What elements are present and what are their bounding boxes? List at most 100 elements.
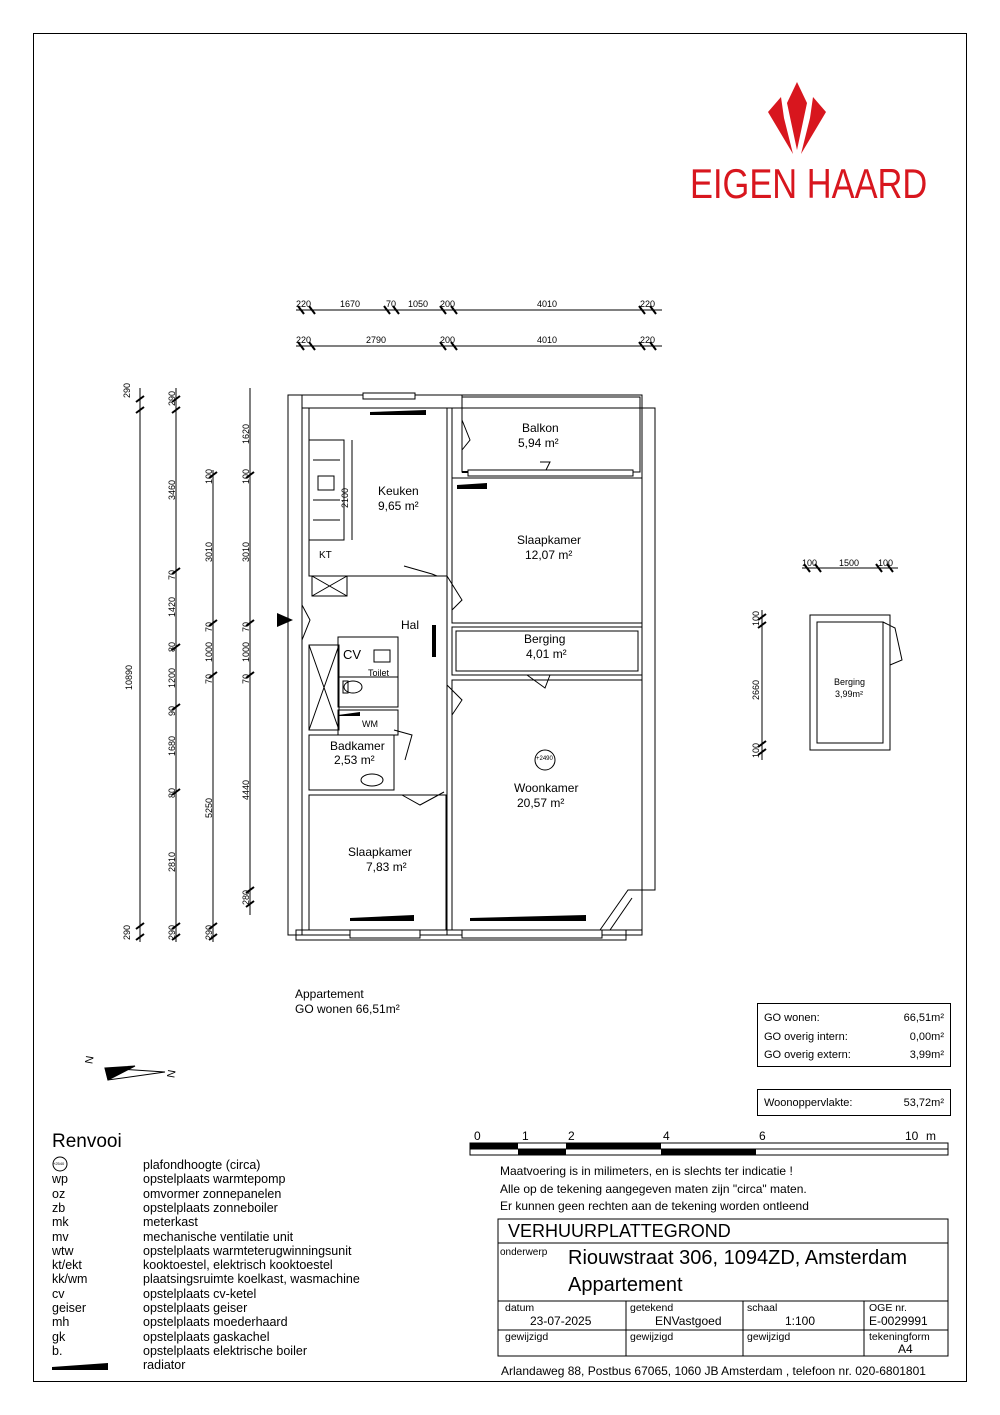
woonoppervlakte-row: Woonoppervlakte: 53,72m² xyxy=(764,1097,944,1109)
room-keuken-name: Keuken xyxy=(378,484,419,498)
dim-left4-5: 1000 xyxy=(241,641,251,662)
room-slaapkamer1-area: 12,07 m² xyxy=(525,548,573,562)
title-block-heading: VERHUURPLATTEGROND xyxy=(508,1221,731,1241)
room-badkamer-area: 2,53 m² xyxy=(334,753,375,767)
oge-value: E-0029991 xyxy=(869,1314,928,1328)
dim-left4-3: 3010 xyxy=(241,541,251,562)
gewijzigd-label-2: gewijzigd xyxy=(630,1331,674,1343)
room-woonkamer-area: 20,57 m² xyxy=(517,796,565,810)
oge-label: OGE nr. xyxy=(869,1302,907,1314)
gewijzigd-label-1: gewijzigd xyxy=(505,1331,549,1343)
title-block-footer: Arlandaweg 88, Postbus 67065, 1060 JB Am… xyxy=(501,1364,926,1378)
legend-description: opstelplaats zonneboiler xyxy=(143,1200,278,1215)
tekeningform-value: A4 xyxy=(898,1342,913,1356)
dim-left1-1: 290 xyxy=(122,382,132,398)
area-label: GO overig extern: xyxy=(764,1049,851,1061)
dim-left1-2: 10890 xyxy=(124,664,134,690)
dim-left1-3: 290 xyxy=(122,924,132,940)
dim-left3-1: 100 xyxy=(204,468,214,484)
note-1: Maatvoering is in milimeters, en is slec… xyxy=(500,1164,793,1178)
dim-top-4: 1050 xyxy=(408,299,429,309)
dim-left4-6: 70 xyxy=(241,673,251,684)
legend-code: gk xyxy=(52,1329,66,1344)
legend-title: Renvooi xyxy=(52,1131,122,1152)
room-woonkamer-name: Woonkamer xyxy=(514,781,579,795)
title-block-type: Appartement xyxy=(568,1274,683,1296)
room-berging-area: 4,01 m² xyxy=(526,647,567,661)
dim-left2-2: 3460 xyxy=(167,479,177,500)
apartment-caption-type: Appartement xyxy=(295,987,364,1001)
scale-unit: m xyxy=(926,1129,936,1143)
gewijzigd-label-3: gewijzigd xyxy=(747,1331,791,1343)
schaal-value: 1:100 xyxy=(785,1314,816,1328)
dim-left2-11: 290 xyxy=(167,924,177,940)
dim-top2-3: 200 xyxy=(440,335,456,345)
room-kt-label: KT xyxy=(319,550,332,561)
legend-code: wtw xyxy=(52,1243,74,1258)
dim-top-1: 220 xyxy=(296,299,312,309)
scale-label-0: 0 xyxy=(474,1129,481,1143)
room-toilet-label: Toilet xyxy=(368,668,390,678)
dim-top2-5: 220 xyxy=(640,335,656,345)
datum-value: 23-07-2025 xyxy=(530,1314,592,1328)
room-cv-label: CV xyxy=(343,647,362,662)
area-value: 3,99m² xyxy=(909,1049,944,1061)
dim-top-5: 200 xyxy=(440,299,456,309)
room-berging-ext-name: Berging xyxy=(834,677,866,687)
legend-code: mk xyxy=(52,1215,69,1230)
dim-left4-1: 1620 xyxy=(241,423,251,444)
onderwerp-label: onderwerp xyxy=(500,1247,548,1258)
room-badkamer-name: Badkamer xyxy=(330,739,385,753)
dim-left2-8: 1680 xyxy=(167,735,177,756)
legend-description: opstelplaats cv-ketel xyxy=(143,1286,257,1301)
scale-label-1: 1 xyxy=(522,1129,529,1143)
area-label: GO wonen: xyxy=(764,1012,820,1024)
dim-left3-4: 1000 xyxy=(204,641,214,662)
dim-top-7: 220 xyxy=(640,299,656,309)
legend-description: opstelplaats gaskachel xyxy=(143,1329,270,1344)
legend-description: radiator xyxy=(143,1358,186,1373)
kitchen-dimension: 2100 xyxy=(340,487,350,508)
legend-code: wp xyxy=(52,1172,68,1187)
legend-code: kt/ekt xyxy=(52,1258,82,1273)
note-3: Er kunnen geen rechten aan de tekening w… xyxy=(500,1199,809,1213)
woonoppervlakte-box: Woonoppervlakte: 53,72m² xyxy=(757,1089,951,1116)
room-balkon-name: Balkon xyxy=(522,421,559,435)
tekeningform-label: tekeningform xyxy=(869,1331,930,1343)
room-berging-ext-area: 3,99m² xyxy=(835,689,864,699)
area-row-go-overig-extern: GO overig extern: 3,99m² xyxy=(764,1049,944,1061)
legend-description: opstelplaats geiser xyxy=(143,1301,248,1315)
dim-left3-5: 70 xyxy=(204,673,214,684)
legend-marker-symbol: +2540 xyxy=(53,1161,65,1166)
room-slaapkamer1-name: Slaapkamer xyxy=(517,533,582,547)
dim-left3-7: 290 xyxy=(204,924,214,940)
dim-left2-10: 2810 xyxy=(167,851,177,872)
apartment-caption-area: GO wonen 66,51m² xyxy=(295,1002,400,1016)
legend-code: kk/wm xyxy=(52,1272,88,1287)
dim-small-1: 100 xyxy=(802,558,818,568)
dim-top-2: 1670 xyxy=(340,299,361,309)
note-2: Alle op de tekening aangegeven maten zij… xyxy=(500,1182,807,1196)
dim-left2-5: 80 xyxy=(167,641,177,652)
dim-small-3: 100 xyxy=(878,558,894,568)
dim-left4-7: 4440 xyxy=(241,779,251,800)
schaal-label: schaal xyxy=(747,1302,778,1314)
dim-top2-2: 2790 xyxy=(366,335,387,345)
dim-left3-3: 70 xyxy=(204,621,214,632)
room-slaapkamer2-name: Slaapkamer xyxy=(348,845,413,859)
woonoppervlakte-value: 53,72m² xyxy=(903,1097,944,1109)
legend-description: opstelplaats moederhaard xyxy=(143,1315,288,1330)
dim-top-3: 70 xyxy=(386,299,397,309)
area-summary-table: GO wonen: 66,51m² GO overig intern: 0,00… xyxy=(757,1003,951,1067)
dim-left2-7: 90 xyxy=(167,705,177,716)
area-label: GO overig intern: xyxy=(764,1031,848,1043)
dim-left4-2: 100 xyxy=(241,468,251,484)
dim-small-left-1: 100 xyxy=(751,610,761,626)
area-row-go-overig-intern: GO overig intern: 0,00m² xyxy=(764,1031,944,1043)
legend-description: plafondhoogte (circa) xyxy=(143,1158,261,1172)
getekend-value: ENVastgoed xyxy=(655,1314,722,1328)
scale-label-2: 2 xyxy=(568,1129,575,1143)
room-keuken-area: 9,65 m² xyxy=(378,499,419,513)
dim-small-left-2: 2660 xyxy=(751,679,761,700)
